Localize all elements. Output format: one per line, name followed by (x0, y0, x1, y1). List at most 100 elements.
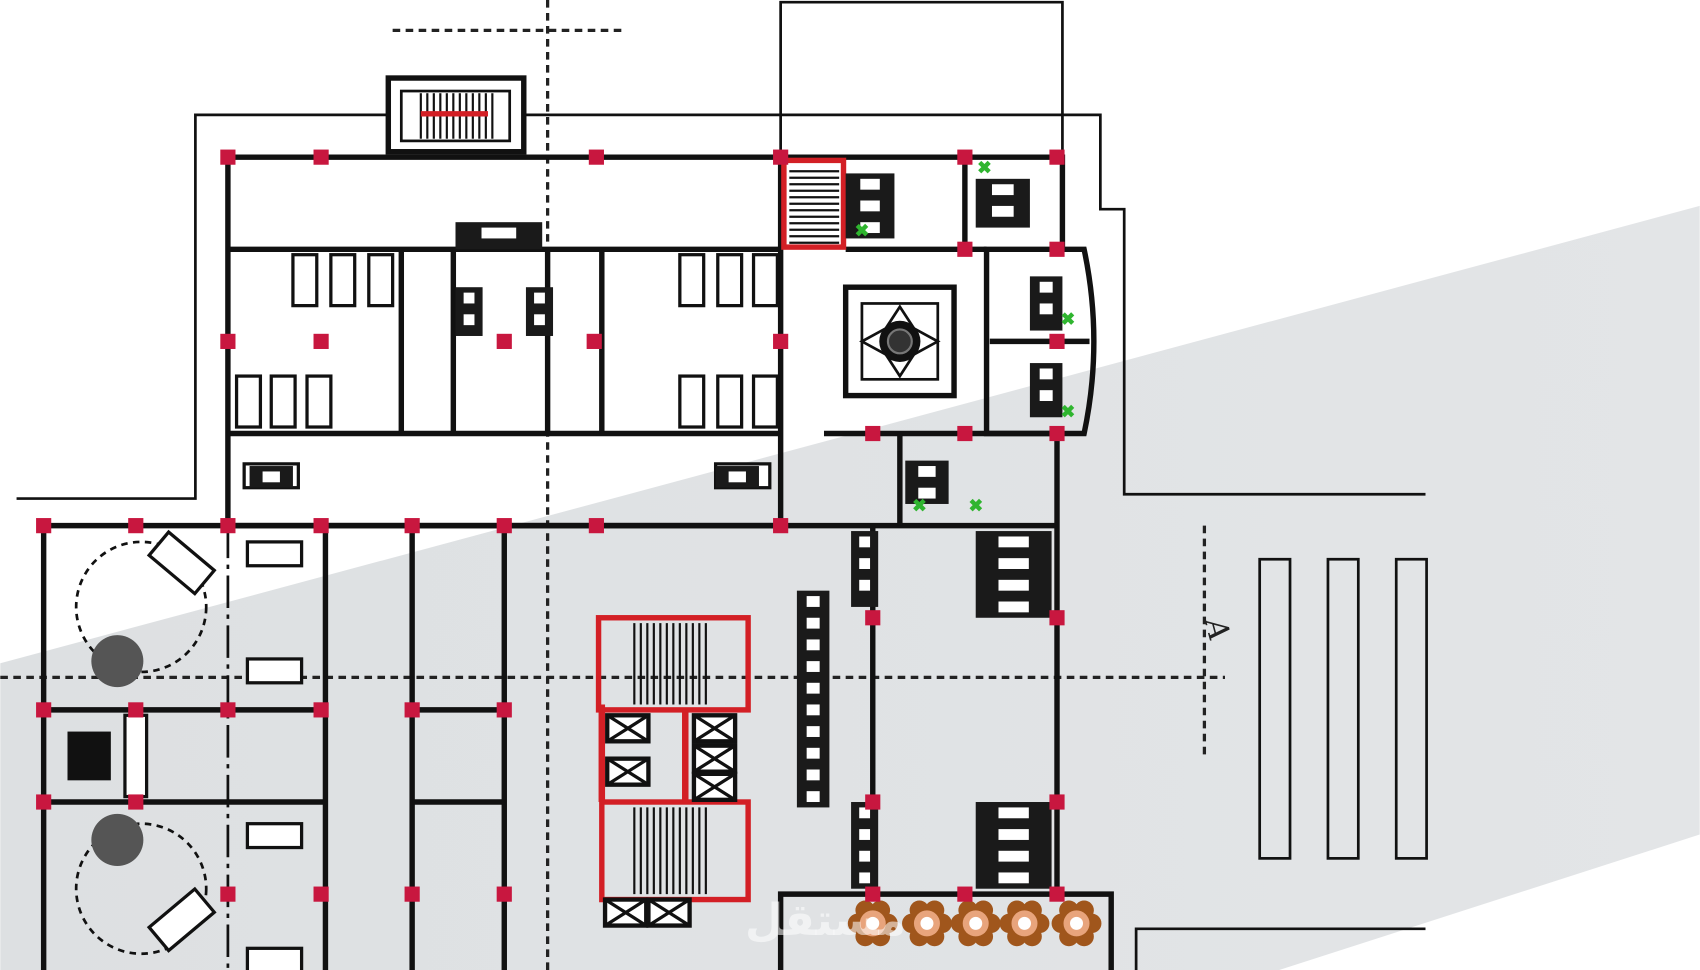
column (957, 149, 973, 165)
bed (291, 253, 319, 308)
shaft-cross (606, 713, 650, 743)
seat (806, 661, 820, 672)
column (586, 333, 602, 349)
planter (999, 900, 1050, 947)
column (128, 794, 144, 810)
plant-marker: ✖ (855, 221, 870, 241)
column (1049, 886, 1065, 902)
seat (998, 872, 1029, 884)
column (865, 610, 881, 626)
seat (806, 704, 820, 716)
seat (728, 471, 746, 483)
column (36, 702, 52, 718)
seat (859, 558, 871, 569)
site-boundary-right (523, 113, 1426, 496)
shaft-cross (693, 744, 736, 774)
planter-center (1017, 916, 1031, 930)
column (313, 702, 329, 718)
bed (269, 374, 297, 429)
column (404, 702, 420, 718)
bed (245, 657, 304, 685)
bed (245, 822, 304, 850)
column (496, 702, 512, 718)
column (588, 518, 604, 534)
seat (534, 292, 545, 304)
planter-center (920, 916, 934, 930)
seat (991, 184, 1014, 196)
seat (806, 747, 820, 759)
planter (1051, 900, 1102, 947)
seat (1039, 281, 1053, 293)
bed (329, 253, 357, 308)
seat (806, 617, 820, 629)
bed (245, 540, 304, 568)
bed (678, 253, 706, 308)
column (220, 518, 236, 534)
seat (859, 536, 871, 548)
column (36, 518, 52, 534)
column (36, 794, 52, 810)
top-annex (779, 0, 1064, 158)
plant-marker: ✖ (968, 497, 983, 517)
parking-stalls (1258, 557, 1428, 860)
column (496, 518, 512, 534)
column (957, 886, 973, 902)
bed (367, 253, 395, 308)
seat (1039, 368, 1053, 380)
seat (806, 639, 820, 651)
plant-marker: ✖ (912, 497, 927, 517)
seat (859, 850, 871, 862)
planter-center (866, 916, 880, 930)
seat (859, 872, 871, 884)
seat (998, 601, 1029, 613)
seat (534, 314, 545, 326)
seat (860, 178, 880, 190)
planter (902, 900, 952, 947)
central-fountain (842, 284, 957, 399)
column (220, 149, 236, 165)
shaded-band (0, 205, 1700, 970)
plant-marker: ✖ (1061, 402, 1076, 422)
seat (806, 791, 820, 803)
shaft-cross (647, 898, 691, 927)
seat (481, 227, 517, 239)
column (588, 149, 604, 165)
column (220, 333, 236, 349)
column (404, 886, 420, 902)
seat (860, 200, 880, 212)
column (1049, 794, 1065, 810)
column (865, 425, 881, 442)
seat (806, 769, 820, 781)
seat (998, 536, 1029, 548)
bed (751, 253, 780, 308)
seat (860, 222, 880, 234)
shaft-cross (606, 757, 650, 787)
column (1049, 241, 1065, 257)
seat (262, 471, 280, 483)
column (865, 886, 881, 902)
plant-marker: ✖ (977, 158, 992, 178)
column (1049, 149, 1065, 165)
seat (859, 807, 871, 819)
column (220, 886, 236, 902)
seat (806, 682, 820, 694)
column (1049, 333, 1065, 349)
bottom-right-boundary (1134, 927, 1426, 970)
column (773, 333, 789, 349)
column (313, 886, 329, 902)
column (404, 518, 420, 534)
column (773, 518, 789, 534)
seat (806, 726, 820, 737)
planter-center (1070, 916, 1084, 930)
seat (998, 807, 1029, 819)
seat (1039, 390, 1053, 402)
seat (463, 314, 475, 326)
seat (859, 579, 871, 591)
seat (806, 596, 820, 607)
column (128, 518, 144, 534)
service-shafts (598, 704, 738, 928)
column (957, 425, 973, 442)
seat (998, 850, 1029, 862)
